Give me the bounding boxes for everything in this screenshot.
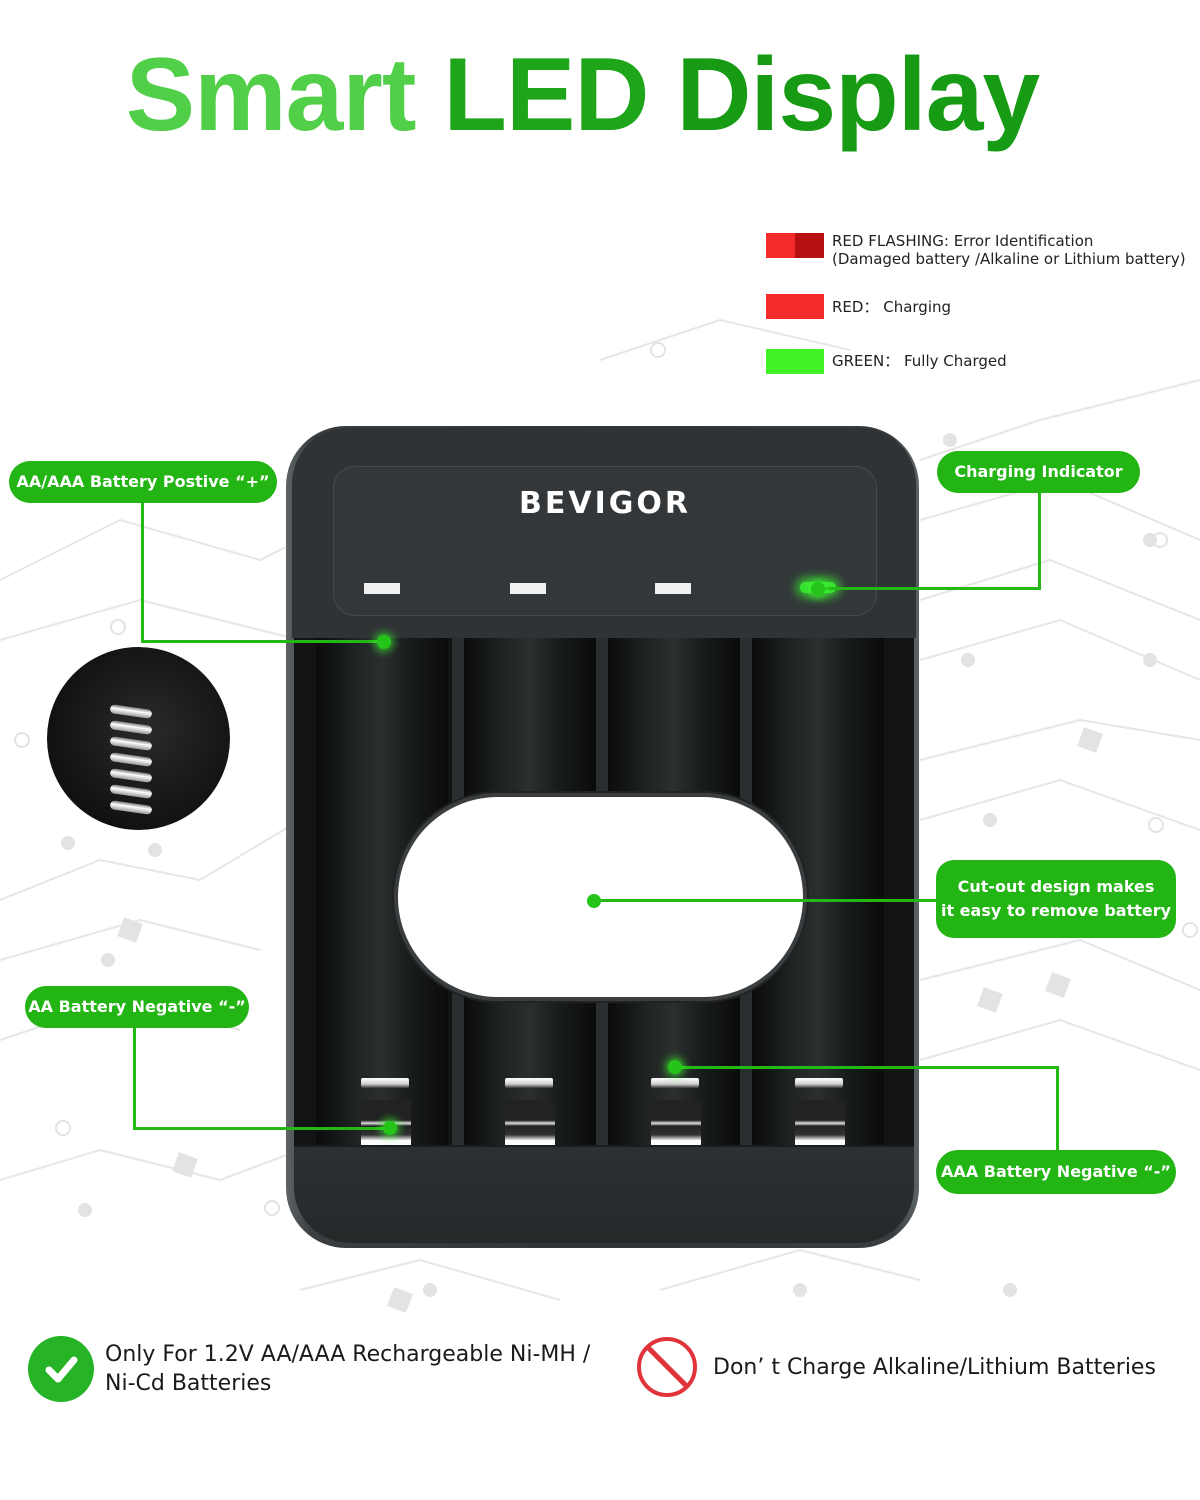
- callout-line: [594, 899, 938, 902]
- aaa-negative-terminal-2: [505, 1078, 553, 1088]
- callout-positive-terminal: AA/AAA Battery Postive “+”: [9, 461, 277, 503]
- callout-line: [818, 587, 1041, 590]
- compatible-line1: Only For 1.2V AA/AAA Rechargeable Ni-MH …: [105, 1342, 591, 1367]
- brand-logo: BEVIGOR: [519, 486, 691, 521]
- callout-aaa-negative: AAA Battery Negative “-”: [936, 1150, 1176, 1194]
- positive-terminal-marker: [377, 635, 391, 649]
- callout-cutout-line1: Cut-out design makes: [957, 877, 1155, 896]
- legend-red-flashing-label: RED FLASHING: Error Identification: [832, 232, 1094, 250]
- checkmark-icon: [28, 1336, 94, 1402]
- legend-red-label: RED： Charging: [832, 298, 952, 316]
- led-slot-2: [510, 583, 546, 594]
- callout-line: [676, 1066, 1058, 1069]
- warning-text: Don’ t Charge Alkaline/Lithium Batteries: [713, 1354, 1156, 1380]
- callout-line: [1056, 1066, 1059, 1152]
- callout-aa-negative: AA Battery Negative “-”: [25, 986, 249, 1028]
- aaa-negative-terminal-3: [651, 1078, 699, 1088]
- callout-line: [133, 1127, 391, 1130]
- charger-bottom-panel: [294, 1145, 914, 1243]
- red-swatch: [766, 294, 824, 319]
- callout-line: [1038, 492, 1041, 590]
- led-display-window: BEVIGOR: [333, 466, 877, 616]
- compatible-line2: Ni-Cd Batteries: [105, 1371, 272, 1396]
- callout-cutout-line2: it easy to remove battery: [940, 901, 1172, 920]
- title-word-display: Display: [676, 37, 1040, 153]
- incompatible-batteries-warning: Don’ t Charge Alkaline/Lithium Batteries: [637, 1337, 1156, 1397]
- aaa-negative-terminal-4: [795, 1078, 843, 1088]
- cutout-marker: [587, 894, 601, 908]
- aaa-negative-terminal-1: [361, 1078, 409, 1088]
- callout-cutout-design: Cut-out design makes it easy to remove b…: [936, 860, 1176, 938]
- prohibited-icon: [637, 1337, 697, 1397]
- led-slot-3: [655, 583, 691, 594]
- red-flashing-swatch: [766, 233, 824, 258]
- cutout-opening: [398, 797, 803, 997]
- positive-terminal-closeup: [47, 647, 230, 830]
- legend-red-flashing: RED FLASHING: Error Identification (Dama…: [766, 232, 1186, 268]
- led-slot-1: [364, 583, 400, 594]
- compatible-batteries-note: Only For 1.2V AA/AAA Rechargeable Ni-MH …: [28, 1336, 590, 1402]
- callout-line: [141, 502, 144, 642]
- legend-red: RED： Charging: [766, 294, 951, 319]
- aa-negative-marker: [383, 1121, 397, 1135]
- callout-charging-indicator: Charging Indicator: [937, 451, 1140, 493]
- legend-red-flashing-sublabel: (Damaged battery /Alkaline or Lithium ba…: [832, 250, 1186, 268]
- callout-line: [141, 640, 385, 643]
- legend-green-label: GREEN： Fully Charged: [832, 352, 1007, 370]
- page-title: Smart LED Display: [0, 30, 1165, 160]
- callout-line: [133, 1026, 136, 1130]
- green-swatch: [766, 349, 824, 374]
- charging-indicator-marker: [811, 582, 825, 596]
- title-word-led: LED: [443, 37, 649, 153]
- legend-green: GREEN： Fully Charged: [766, 349, 1007, 374]
- title-word-smart: Smart: [125, 37, 417, 153]
- aaa-negative-marker: [668, 1060, 682, 1074]
